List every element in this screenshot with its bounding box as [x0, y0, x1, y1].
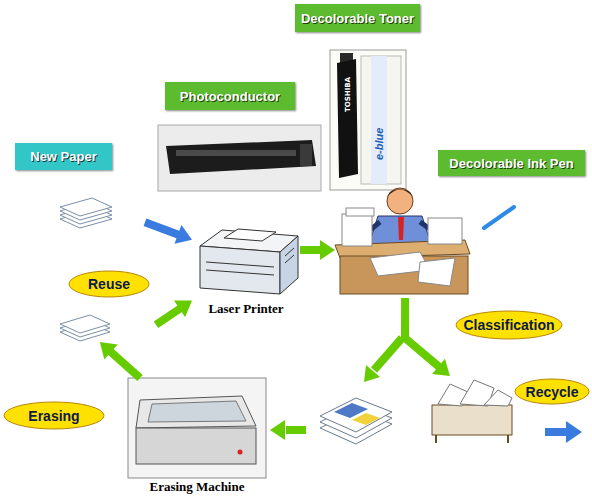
product-text: e-blue — [373, 128, 385, 160]
toner-illustration — [330, 50, 406, 190]
drum-edge — [176, 150, 296, 156]
arrow-shaft — [286, 426, 306, 434]
arrow-shaft — [374, 338, 402, 370]
arrow-head — [100, 342, 118, 359]
tie — [398, 217, 404, 240]
printer-side — [280, 236, 298, 294]
drum-unit — [166, 140, 316, 174]
photo-frame — [158, 125, 321, 191]
paper-stack — [60, 315, 110, 341]
oval-shape: Reuse — [68, 270, 150, 298]
printer-front — [200, 246, 280, 294]
step-label: Recycle — [514, 378, 590, 405]
arrow-head — [174, 225, 192, 244]
machine-glass — [148, 401, 246, 422]
ellipse-outline — [515, 379, 589, 404]
outgoing-arrow — [545, 421, 582, 443]
paper-pile — [346, 208, 374, 216]
ellipse-outline — [69, 271, 149, 297]
recycle-pile — [432, 380, 512, 443]
product-text: TOSHIBA — [344, 77, 352, 112]
crumpled-paper — [484, 390, 512, 406]
step-ellipse: Classification — [455, 310, 563, 340]
crate-leg — [507, 435, 509, 443]
arrow-shaft — [405, 298, 440, 368]
printer-slot — [206, 262, 274, 267]
crate-leg — [435, 435, 437, 443]
photo-frame — [330, 50, 406, 190]
printer-node: Laser Printer — [192, 215, 300, 318]
flow-arrow — [145, 222, 192, 244]
power-light — [238, 450, 243, 455]
printer-vent — [285, 255, 294, 263]
flow-arrow — [364, 338, 402, 382]
caption-text: Erasing Machine — [128, 479, 266, 495]
step-label: Classification — [455, 310, 563, 340]
paper-pile — [428, 218, 462, 244]
label-box: Photoconductor — [165, 82, 295, 110]
toner-bottle — [337, 59, 358, 178]
erasing-machine-illustration — [128, 378, 266, 478]
print-block — [352, 413, 380, 425]
arrow-shaft — [110, 351, 140, 378]
hair — [387, 189, 413, 197]
loose-paper — [418, 258, 455, 286]
paper-stack — [60, 198, 112, 228]
step-label: Reuse — [68, 270, 150, 298]
flow-arrow — [405, 298, 450, 376]
label-box: Decolorable Ink Pen — [438, 150, 585, 176]
document-stack — [320, 398, 392, 444]
arrow-head — [174, 300, 192, 317]
sheet — [320, 398, 392, 432]
arrow-shaft — [145, 222, 180, 235]
step-label: Erasing — [3, 401, 105, 430]
printer-slot — [206, 270, 274, 275]
arrow-head — [270, 420, 285, 440]
sheet — [60, 198, 112, 216]
pen-icon — [484, 207, 514, 228]
sheet — [60, 315, 110, 333]
box-stripe — [371, 56, 387, 184]
crate — [432, 405, 512, 435]
machine-node: Erasing Machine — [128, 378, 266, 496]
label-box: Decolorable Toner — [295, 4, 420, 32]
worker-illustration — [335, 188, 470, 294]
printer-illustration — [200, 229, 298, 294]
ellipse-outline — [456, 311, 562, 339]
arrow-head — [432, 359, 450, 376]
reuse-group: Reuse — [48, 270, 156, 342]
toner-box — [361, 56, 401, 184]
arrow-head — [364, 365, 380, 382]
label-group: Photoconductor — [158, 82, 322, 192]
photo-frame — [128, 378, 266, 478]
photoconductor-illustration — [158, 125, 321, 191]
paper-pile — [342, 214, 372, 246]
label-group: New Paper — [15, 143, 145, 230]
label-group: Decolorable Toner — [295, 4, 420, 194]
machine-lid — [136, 396, 256, 428]
printer-paper — [224, 229, 276, 241]
machine-body — [136, 428, 256, 464]
oval-shape: Recycle — [514, 378, 590, 405]
flow-arrow — [156, 300, 192, 324]
arrow-shaft — [300, 246, 322, 254]
label-group: Decolorable Ink Pen — [335, 148, 588, 298]
arrow-shaft — [156, 308, 181, 325]
flow-arrow — [300, 240, 335, 260]
flow-arrow — [100, 342, 140, 378]
step-ellipse: Erasing — [3, 401, 105, 430]
arrow-head — [320, 240, 335, 260]
printer-vent — [285, 248, 294, 256]
head — [387, 188, 413, 214]
ellipse-outline — [4, 402, 104, 429]
caption-text: Laser Printer — [192, 300, 300, 318]
label-box: New Paper — [15, 143, 112, 170]
recycle-group: Recycle — [428, 376, 592, 444]
flow-arrow — [270, 420, 306, 440]
drum-end — [300, 144, 312, 166]
